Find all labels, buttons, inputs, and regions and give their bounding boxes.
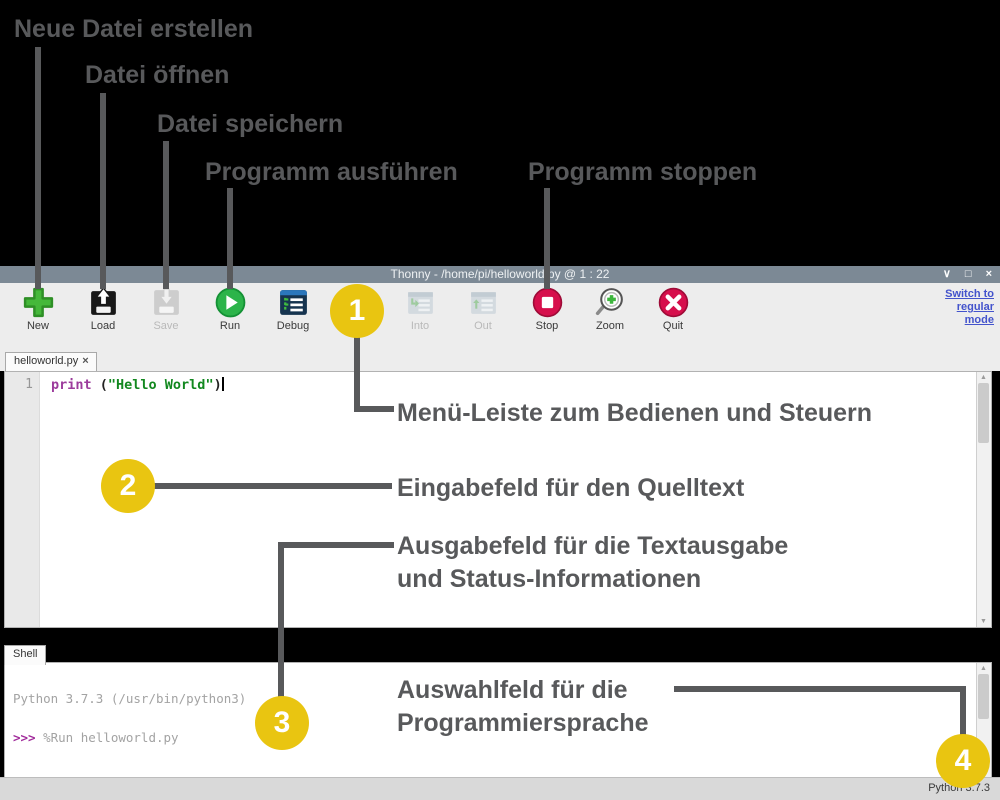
toolbar: New Load Save Run: [0, 283, 1000, 347]
callout-1-line-v: [354, 336, 360, 412]
callout-circle-2: 2: [101, 459, 155, 513]
callout-4-line-v: [960, 686, 966, 736]
code-close-paren: ): [213, 377, 222, 393]
load-button[interactable]: Load: [71, 286, 135, 344]
line-number: 1: [25, 377, 33, 392]
code-line: print ("Hello World"): [51, 377, 224, 393]
quit-button-label: Quit: [662, 320, 684, 332]
step-out-icon: [451, 286, 515, 319]
callout-4-line-h: [674, 686, 966, 692]
zoom-button-label: Zoom: [595, 320, 625, 332]
editor-tabbar: helloworld.py×: [0, 347, 1000, 373]
callout-3-text: Ausgabefeld für die Textausgabe und Stat…: [397, 530, 788, 596]
scroll-up-icon[interactable]: ▲: [980, 374, 987, 381]
shell-run-line: >>> %Run helloworld.py: [13, 731, 246, 744]
callout-3-line-v: [278, 542, 284, 698]
debug-icon: [261, 286, 325, 319]
run-button[interactable]: Run: [198, 286, 262, 344]
shell-run-command: %Run helloworld.py: [35, 730, 179, 745]
step-into-button-label: Into: [410, 320, 430, 332]
maximize-icon[interactable]: □: [964, 268, 972, 280]
step-out-button[interactable]: Out: [451, 286, 515, 344]
callout-3-line-h: [278, 542, 394, 548]
annotation-open-file: Datei öffnen: [85, 61, 230, 89]
quit-icon: [641, 286, 705, 319]
step-out-button-label: Out: [474, 320, 492, 332]
tab-label: helloworld.py: [14, 355, 79, 367]
code-keyword: print: [51, 377, 92, 393]
connector-line-run: [227, 188, 233, 289]
shell-tab-label: Shell: [13, 648, 38, 660]
annotation-run-program: Programm ausführen: [205, 158, 458, 186]
scroll-up-icon[interactable]: ▲: [980, 665, 987, 672]
debug-button-label: Debug: [276, 320, 310, 332]
load-button-label: Load: [90, 320, 116, 332]
callout-4-text-line2: Programmiersprache: [397, 709, 649, 737]
connector-line-new: [35, 47, 41, 289]
run-icon: [198, 286, 262, 319]
callout-1-text: Menü-Leiste zum Bedienen und Steuern: [397, 399, 873, 427]
close-icon[interactable]: ×: [985, 268, 992, 280]
zoom-button[interactable]: Zoom: [578, 286, 642, 344]
callout-2-text: Eingabefeld für den Quelltext: [397, 474, 745, 502]
window-titlebar[interactable]: Thonny - /home/pi/helloworld.py @ 1 : 22…: [0, 266, 1000, 283]
callout-4-text: Auswahlfeld für die Programmiersprache: [397, 674, 649, 740]
stop-icon: [515, 286, 579, 319]
callout-1-line-h: [354, 406, 394, 412]
minimize-icon[interactable]: ∨: [942, 268, 951, 280]
load-file-icon: [71, 286, 135, 319]
status-bar: Python 3.7.3: [0, 777, 1000, 800]
run-button-label: Run: [219, 320, 241, 332]
connector-line-save: [163, 141, 169, 289]
editor-gutter: 1: [5, 372, 40, 627]
shell-prompt: >>>: [13, 730, 36, 745]
callout-3-text-line1: Ausgabefeld für die Textausgabe: [397, 532, 789, 560]
stop-button-label: Stop: [535, 320, 559, 332]
connector-line-stop: [544, 188, 550, 289]
quit-button[interactable]: Quit: [641, 286, 705, 344]
annotation-stop-program: Programm stoppen: [528, 158, 758, 186]
new-button-label: New: [26, 320, 49, 332]
code-string: "Hello World": [107, 377, 214, 393]
code-editor[interactable]: 1 print ("Hello World") ▲ ▼: [4, 371, 992, 628]
callout-circle-4: 4: [936, 734, 990, 788]
new-file-icon: [6, 286, 70, 319]
callout-3-text-line2: und Status-Informationen: [397, 565, 702, 593]
connector-line-load: [100, 93, 106, 289]
callout-circle-3: 3: [255, 696, 309, 750]
shell-banner: Python 3.7.3 (/usr/bin/python3): [13, 691, 247, 706]
save-button[interactable]: Save: [134, 286, 198, 344]
window-title: Thonny - /home/pi/helloworld.py @ 1 : 22: [390, 267, 610, 281]
debug-button[interactable]: Debug: [261, 286, 325, 344]
shell-panel[interactable]: Python 3.7.3 (/usr/bin/python3) >>> %Run…: [4, 662, 992, 791]
editor-scroll-thumb[interactable]: [978, 383, 989, 443]
callout-circle-1: 1: [330, 284, 384, 338]
stop-button[interactable]: Stop: [515, 286, 579, 344]
save-file-icon: [134, 286, 198, 319]
zoom-icon: [578, 286, 642, 319]
annotation-new-file: Neue Datei erstellen: [14, 15, 253, 43]
callout-4-text-line1: Auswahlfeld für die: [397, 676, 628, 704]
window-controls: ∨ □ ×: [943, 266, 992, 283]
shell-scroll-thumb[interactable]: [978, 674, 989, 719]
step-into-button[interactable]: Into: [388, 286, 452, 344]
editor-scrollbar[interactable]: ▲ ▼: [976, 372, 991, 627]
annotation-save-file: Datei speichern: [157, 110, 344, 138]
tab-helloworld[interactable]: helloworld.py×: [5, 352, 97, 373]
new-button[interactable]: New: [6, 286, 70, 344]
switch-regular-mode-link[interactable]: Switch to regular mode: [945, 288, 994, 326]
tab-shell[interactable]: Shell: [4, 645, 47, 665]
code-open-paren: (: [91, 377, 108, 393]
callout-2-line-h: [152, 483, 392, 489]
save-button-label: Save: [153, 320, 179, 332]
tab-close-icon[interactable]: ×: [82, 355, 89, 367]
scroll-down-icon[interactable]: ▼: [980, 618, 987, 625]
text-cursor: [221, 377, 224, 391]
step-into-icon: [388, 286, 452, 319]
